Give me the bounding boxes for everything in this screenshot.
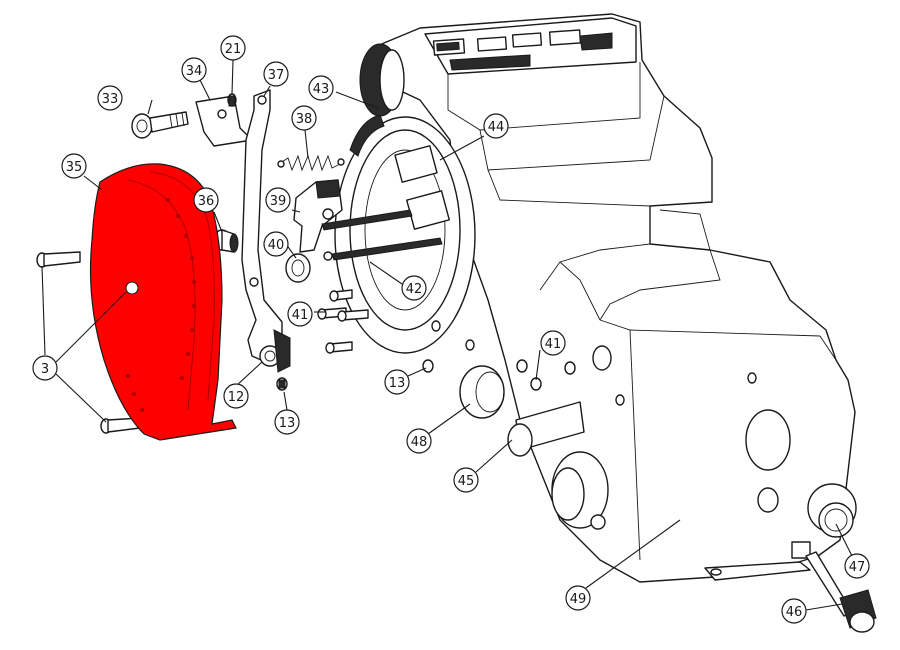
lever-37 xyxy=(241,89,291,373)
callout-label: 48 xyxy=(411,435,428,450)
callout-40: 40 xyxy=(263,231,289,257)
screws-41 xyxy=(317,289,369,354)
callout-3: 3 xyxy=(32,355,58,381)
callout-49: 49 xyxy=(565,585,591,611)
screw-13 xyxy=(276,377,288,391)
cover-35-shape xyxy=(89,163,237,441)
callout-label: 33 xyxy=(102,92,119,107)
callout-36: 36 xyxy=(193,187,219,213)
callout-35: 35 xyxy=(61,153,87,179)
callout-33: 33 xyxy=(97,85,123,111)
callout-41: 41 xyxy=(540,330,566,356)
callout-label: 42 xyxy=(406,282,423,297)
handle-46 xyxy=(791,541,877,633)
callout-45: 45 xyxy=(453,467,479,493)
callout-label: 41 xyxy=(545,337,562,352)
main-housing xyxy=(334,13,856,583)
callout-34: 34 xyxy=(181,57,207,83)
callout-label: 37 xyxy=(268,68,285,83)
callout-label: 47 xyxy=(849,560,866,575)
cover-35-highlighted xyxy=(89,163,237,441)
callout-label: 44 xyxy=(488,120,505,135)
callout-label: 40 xyxy=(268,238,285,253)
callout-label: 34 xyxy=(186,64,203,79)
callout-label: 35 xyxy=(66,160,83,175)
bracket-34 xyxy=(195,95,253,147)
callout-43: 43 xyxy=(308,75,334,101)
screws-42 xyxy=(321,209,443,261)
callout-47: 47 xyxy=(844,553,870,579)
pin-21 xyxy=(227,93,237,107)
callout-13: 13 xyxy=(274,409,300,435)
callout-44: 44 xyxy=(483,113,509,139)
callout-42: 42 xyxy=(401,275,427,301)
callout-37: 37 xyxy=(263,61,289,87)
spring-38 xyxy=(277,154,345,172)
callout-label: 13 xyxy=(389,376,406,391)
callout-12: 12 xyxy=(223,383,249,409)
knob-47 xyxy=(807,483,857,538)
callout-21: 21 xyxy=(220,35,246,61)
callout-label: 45 xyxy=(458,474,475,489)
callout-48: 48 xyxy=(406,428,432,454)
callout-label: 39 xyxy=(270,194,287,209)
callout-label: 46 xyxy=(786,605,803,620)
callout-label: 43 xyxy=(313,82,330,97)
bolt-33 xyxy=(131,111,189,139)
callout-label: 49 xyxy=(570,592,587,607)
block-39 xyxy=(293,179,343,253)
callout-13: 13 xyxy=(384,369,410,395)
leader-lines xyxy=(41,59,853,611)
bushing-40 xyxy=(285,253,311,283)
callout-label: 36 xyxy=(198,194,215,209)
roller-48 xyxy=(459,365,505,419)
callout-label: 3 xyxy=(41,362,49,377)
callout-39: 39 xyxy=(265,187,291,213)
callout-label: 38 xyxy=(296,112,313,127)
callout-38: 38 xyxy=(291,105,317,131)
callout-label: 41 xyxy=(292,308,309,323)
callout-label: 13 xyxy=(279,416,296,431)
callout-label: 21 xyxy=(225,42,242,57)
callout-46: 46 xyxy=(781,598,807,624)
callout-label: 12 xyxy=(228,390,245,405)
callout-41: 41 xyxy=(287,301,313,327)
